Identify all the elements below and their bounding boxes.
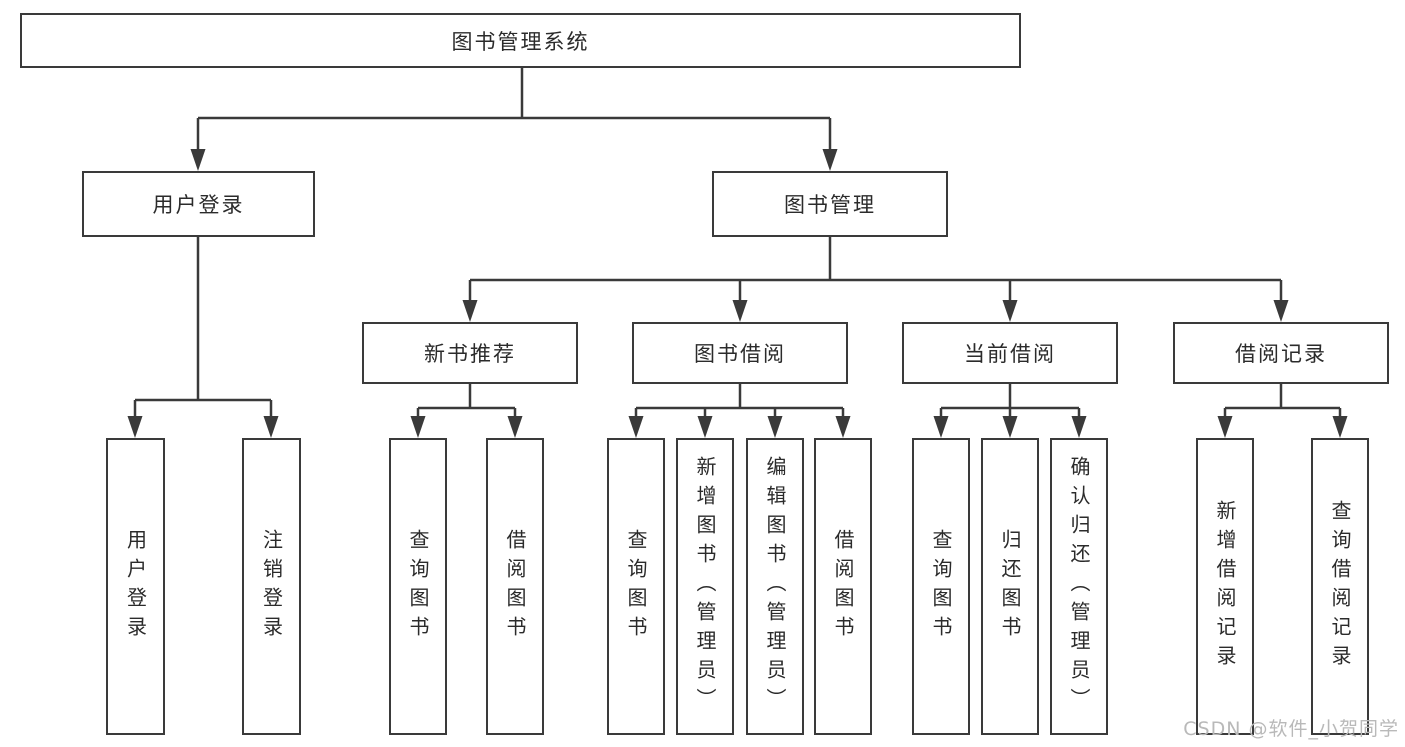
leaf-cb-query-books: 查询图书 xyxy=(912,438,970,735)
node-user-login: 用户登录 xyxy=(82,171,315,237)
arrow-user-login xyxy=(190,149,206,171)
node-book-borrow-label: 图书借阅 xyxy=(694,342,786,366)
node-current-borrow: 当前借阅 xyxy=(902,322,1118,384)
leaf-bb-borrow-books-label: 借阅图书 xyxy=(831,528,855,645)
leaf-cb-return-books-label: 归还图书 xyxy=(998,528,1022,645)
leaf-bb-add-books-admin-label: 新增图书（管理员） xyxy=(693,456,717,717)
leaf-nb-query-books-label: 查询图书 xyxy=(406,528,430,645)
arrow-bb-borrow xyxy=(835,416,851,438)
leaf-bb-query-books: 查询图书 xyxy=(607,438,665,735)
leaf-bb-query-books-label: 查询图书 xyxy=(624,528,648,645)
arrow-br-add xyxy=(1217,416,1233,438)
leaf-bb-edit-books-admin-label: 编辑图书（管理员） xyxy=(763,456,787,717)
arrow-cb-return xyxy=(1002,416,1018,438)
leaf-cb-return-books: 归还图书 xyxy=(981,438,1039,735)
leaf-nb-borrow-books-label: 借阅图书 xyxy=(503,528,527,645)
csdn-watermark: CSDN @软件_小贺同学 xyxy=(1183,718,1399,740)
node-new-book-recommend: 新书推荐 xyxy=(362,322,578,384)
arrow-leaf-login xyxy=(127,416,143,438)
node-book-borrow: 图书借阅 xyxy=(632,322,848,384)
leaf-logout-label: 注销登录 xyxy=(259,528,284,645)
node-book-management: 图书管理 xyxy=(712,171,948,237)
arrow-book-mgmt xyxy=(822,149,838,171)
leaf-cb-confirm-return-admin: 确认归还（管理员） xyxy=(1050,438,1108,735)
node-root-label: 图书管理系统 xyxy=(451,29,590,54)
arrow-cb-query xyxy=(933,416,949,438)
arrow-nb-borrow xyxy=(507,416,523,438)
leaf-nb-borrow-books: 借阅图书 xyxy=(486,438,544,735)
leaf-bb-borrow-books: 借阅图书 xyxy=(814,438,872,735)
node-book-management-label: 图书管理 xyxy=(784,193,876,217)
arrow-nb-query xyxy=(410,416,426,438)
arrow-bb-add xyxy=(697,416,713,438)
arrow-new-books xyxy=(462,300,478,322)
leaf-br-query-record: 查询借阅记录 xyxy=(1311,438,1369,735)
leaf-cb-confirm-return-admin-label: 确认归还（管理员） xyxy=(1067,456,1091,717)
arrow-br-query xyxy=(1332,416,1348,438)
node-borrow-records: 借阅记录 xyxy=(1173,322,1389,384)
node-user-login-label: 用户登录 xyxy=(152,193,245,217)
leaf-br-query-record-label: 查询借阅记录 xyxy=(1328,499,1352,674)
arrow-bb-query xyxy=(628,416,644,438)
arrow-leaf-logout xyxy=(263,416,279,438)
leaf-user-login: 用户登录 xyxy=(106,438,165,735)
node-root: 图书管理系统 xyxy=(20,13,1021,68)
arrowheads xyxy=(127,149,1348,438)
leaf-cb-query-books-label: 查询图书 xyxy=(929,528,953,645)
node-new-book-recommend-label: 新书推荐 xyxy=(424,342,516,366)
leaf-br-add-record: 新增借阅记录 xyxy=(1196,438,1254,735)
leaf-user-login-label: 用户登录 xyxy=(123,528,148,645)
arrow-current-borrow xyxy=(1002,300,1018,322)
leaf-bb-edit-books-admin: 编辑图书（管理员） xyxy=(746,438,804,735)
arrow-borrow-records xyxy=(1273,300,1289,322)
node-borrow-records-label: 借阅记录 xyxy=(1235,342,1327,366)
arrow-book-borrow xyxy=(732,300,748,322)
arrow-cb-confirm xyxy=(1071,416,1087,438)
leaf-logout: 注销登录 xyxy=(242,438,301,735)
node-current-borrow-label: 当前借阅 xyxy=(964,342,1056,366)
leaf-br-add-record-label: 新增借阅记录 xyxy=(1213,499,1237,674)
arrow-bb-edit xyxy=(767,416,783,438)
leaf-bb-add-books-admin: 新增图书（管理员） xyxy=(676,438,734,735)
leaf-nb-query-books: 查询图书 xyxy=(389,438,447,735)
